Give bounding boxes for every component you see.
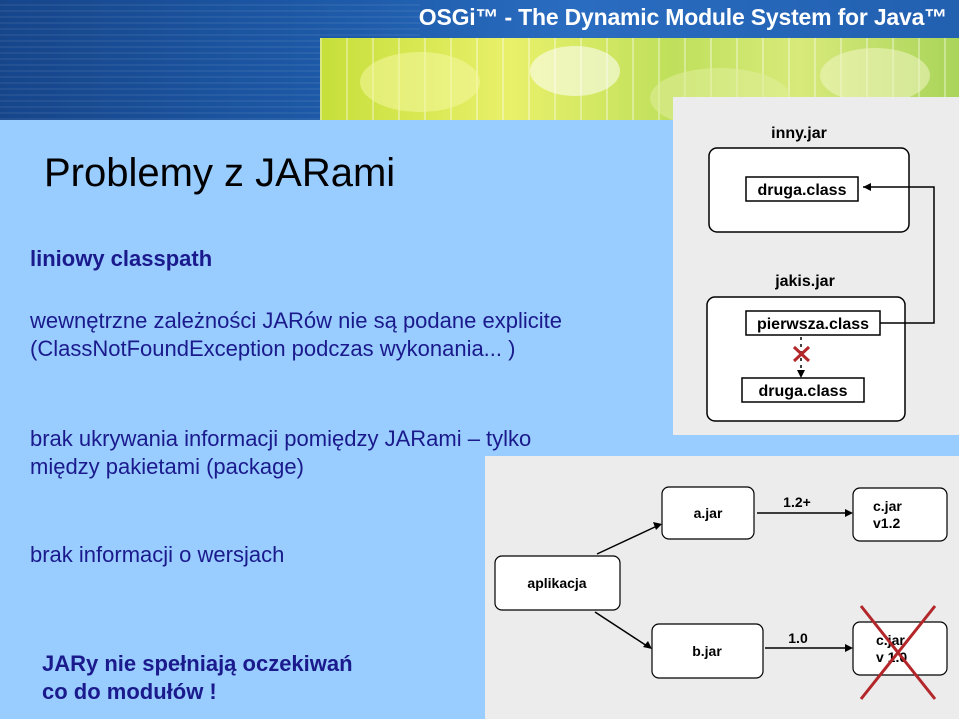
- arrow-head-icon: [797, 370, 805, 378]
- b-jar-box: [651, 623, 764, 679]
- dependency-arrow-line: [863, 186, 935, 324]
- pierwsza-class-label: pierwsza.class: [757, 316, 869, 333]
- rejected-cross-icon: [859, 605, 937, 700]
- header-banner: OSGi™ - The Dynamic Module System for Ja…: [0, 0, 959, 120]
- arrow-aplikacja-to-a-jar: [596, 522, 662, 555]
- arrow-a-jar-to-c-jar: [757, 509, 853, 517]
- sub-heading: liniowy classpath: [30, 246, 213, 271]
- c-jar-v12-label: c.jar: [873, 498, 902, 514]
- aplikacja-box: [494, 555, 621, 611]
- druga-class-top-label: druga.class: [758, 182, 847, 199]
- b-jar-label: b.jar: [692, 643, 722, 659]
- diagram-jar-hiding: inny.jar druga.class jakis.jar pierwsza.…: [673, 97, 959, 435]
- bullet-information-hiding: brak ukrywania informacji pomiędzy JARam…: [30, 425, 531, 481]
- bullet-versioning: brak informacji o wersjach: [30, 542, 285, 567]
- druga-class-top-box: [745, 176, 859, 202]
- conclusion-text: JARy nie spełniają oczekiwań co do moduł…: [42, 650, 353, 706]
- arrow-b-jar-to-c-jar: [765, 644, 853, 652]
- bullet-line: między pakietami (package): [30, 454, 304, 479]
- diagram-versions: aplikacja a.jar b.jar c.jar v1.2 c.jar v…: [485, 456, 959, 719]
- a-jar-box: [661, 486, 755, 540]
- c-jar-v12-box: [852, 487, 948, 542]
- bullet-line: (ClassNotFoundException podczas wykonani…: [30, 336, 516, 361]
- page-title: Problemy z JARami: [44, 151, 396, 195]
- bullet-line: brak ukrywania informacji pomiędzy JARam…: [30, 426, 532, 451]
- c-jar-v12-version: v1.2: [873, 515, 900, 531]
- conclusion-line: co do modułów !: [42, 679, 217, 704]
- bullet-implicit-dependencies: wewnętrzne zależności JARów nie są podan…: [30, 307, 562, 363]
- druga-class-bottom-label: druga.class: [759, 383, 848, 400]
- banner-title: OSGi™ - The Dynamic Module System for Ja…: [418, 4, 947, 30]
- edge-label-version-10: 1.0: [788, 630, 808, 646]
- druga-class-bottom-box: [741, 377, 865, 403]
- conclusion-line: JARy nie spełniają oczekiwań: [42, 651, 353, 676]
- edge-label-version-12-plus: 1.2+: [783, 494, 811, 510]
- arrow-head-icon: [863, 183, 871, 191]
- arrow-aplikacja-to-b-jar: [594, 611, 652, 649]
- pierwsza-class-box: [745, 310, 881, 336]
- inny-jar-label: inny.jar: [771, 125, 827, 142]
- blocked-cross-icon: [792, 345, 811, 363]
- bullet-line: wewnętrzne zależności JARów nie są podan…: [30, 308, 562, 333]
- a-jar-label: a.jar: [694, 505, 723, 521]
- aplikacja-label: aplikacja: [527, 575, 586, 591]
- jakis-jar-label: jakis.jar: [774, 273, 835, 290]
